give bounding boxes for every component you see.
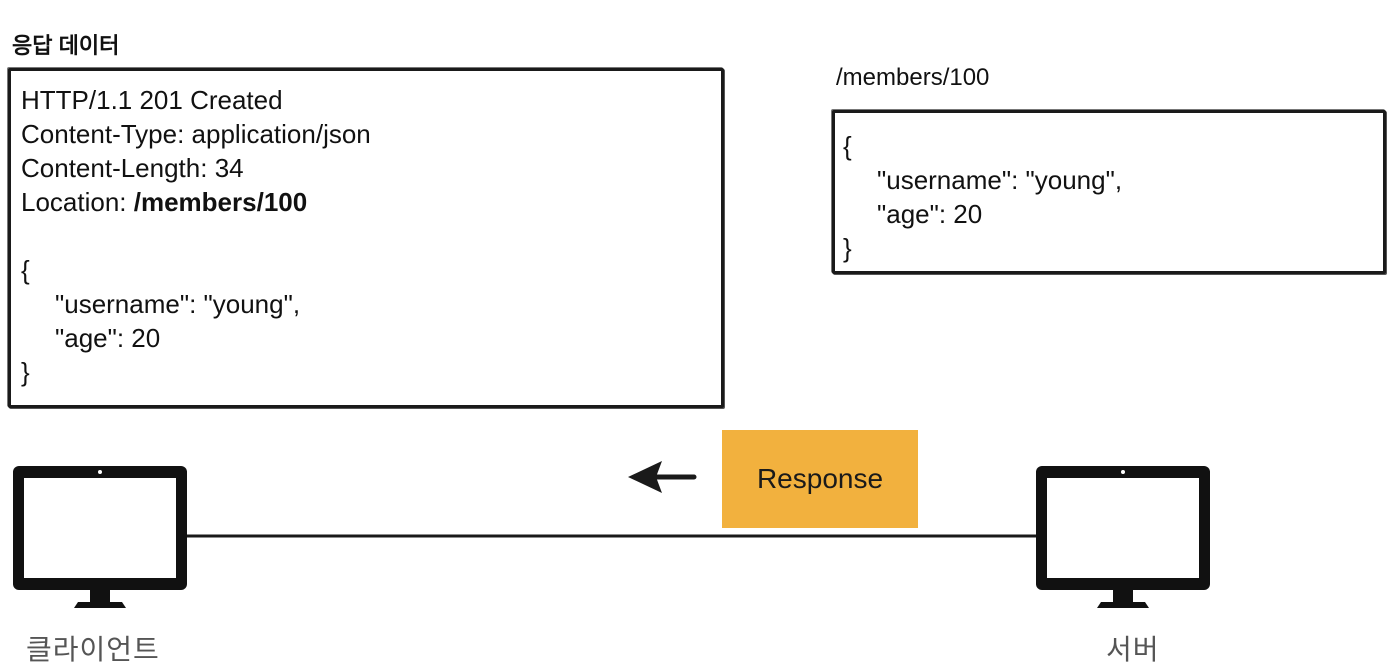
body-username: "username": "young",	[55, 289, 301, 319]
server-monitor-icon	[1036, 466, 1210, 608]
left-arrow-icon	[628, 461, 697, 493]
status-line: HTTP/1.1 201 Created	[21, 85, 283, 115]
section-label: 응답 데이터	[12, 33, 120, 58]
resource-path-label: /members/100	[836, 64, 990, 91]
client-monitor-icon	[13, 466, 187, 608]
client-label: 클라이언트	[26, 634, 160, 665]
response-message-box: HTTP/1.1 201 Created Content-Type: appli…	[8, 68, 724, 408]
body-age: "age": 20	[55, 323, 161, 353]
response-badge: Response	[722, 430, 918, 528]
content-type-header: Content-Type: application/json	[21, 119, 371, 149]
resource-body-username: "username": "young",	[877, 165, 1123, 195]
resource-box: { "username": "young", "age": 20 }	[832, 110, 1386, 274]
body-close-brace: }	[21, 357, 30, 387]
content-length-header: Content-Length: 34	[21, 153, 244, 183]
resource-body-open: {	[843, 131, 852, 161]
body-open-brace: {	[21, 255, 30, 285]
location-header: Location: /members/100	[21, 185, 721, 219]
resource-body-age: "age": 20	[877, 199, 983, 229]
resource-body-close: }	[843, 233, 852, 263]
location-key: Location:	[21, 187, 134, 217]
location-value: /members/100	[133, 187, 308, 217]
server-label: 서버	[1106, 634, 1160, 665]
